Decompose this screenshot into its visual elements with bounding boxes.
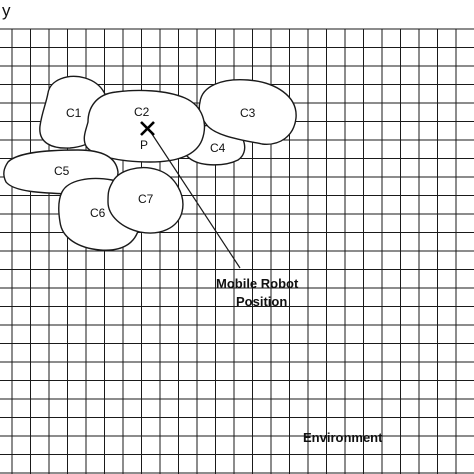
cluster-c3-shape [198, 79, 297, 145]
pointer-line [149, 130, 241, 269]
cluster-label-c5: C5 [54, 164, 70, 178]
environment-label: Environment [303, 430, 383, 445]
robot-marker-label: P [140, 138, 148, 152]
cluster-c7-shape [107, 166, 184, 234]
cluster-label-c2: C2 [134, 105, 150, 119]
cluster-label-c6: C6 [90, 206, 106, 220]
cluster-labels: C1 C2 C3 C4 C5 C6 C7 [54, 105, 256, 220]
robot-annotation-line-1: Mobile Robot [216, 276, 299, 291]
cluster-label-c7: C7 [138, 192, 154, 206]
robot-annotation-line-2: Position [236, 294, 287, 309]
cluster-label-c3: C3 [240, 106, 256, 120]
cluster-label-c1: C1 [66, 106, 82, 120]
robot-x-stroke-b [140, 121, 155, 136]
cluster-label-c4: C4 [210, 141, 226, 155]
robot-position-marker [140, 121, 155, 136]
y-axis-label: y [2, 1, 11, 20]
